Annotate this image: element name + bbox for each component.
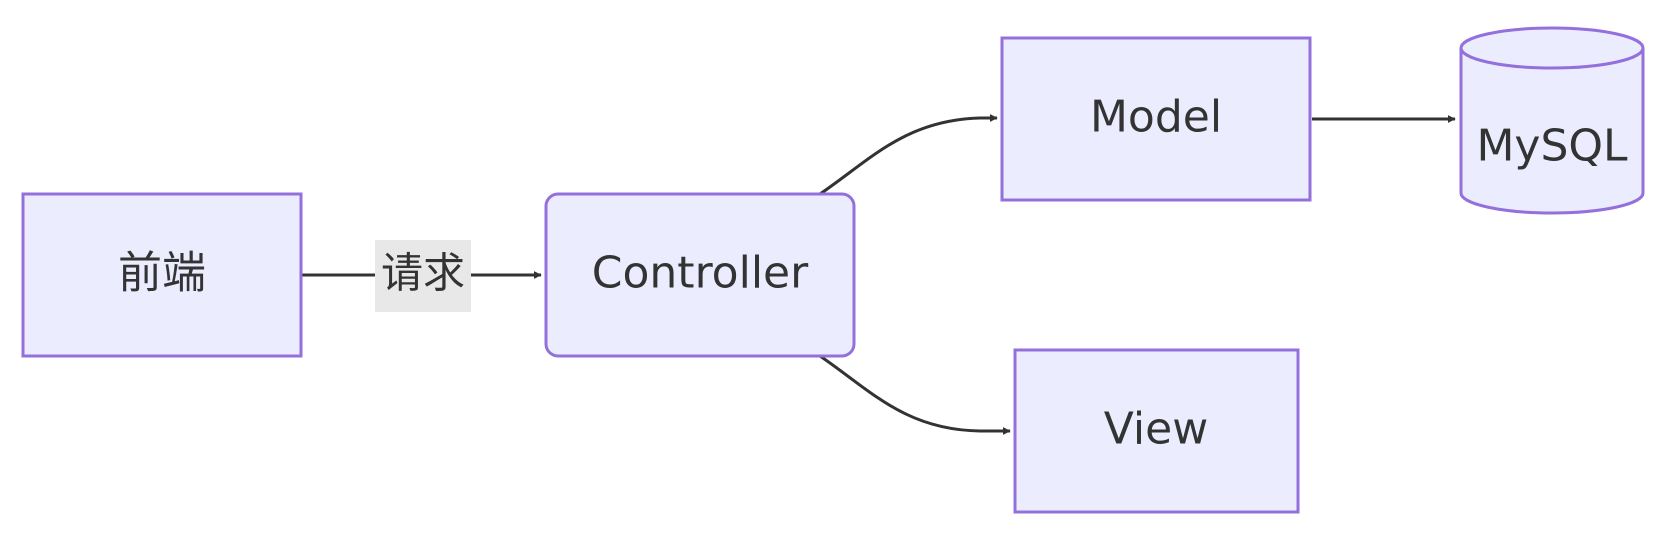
edge-label-request: 请求 bbox=[381, 249, 465, 298]
node-model-label: Model bbox=[1090, 92, 1222, 143]
node-view-label: View bbox=[1104, 404, 1208, 455]
edge-frontend-to-controller: 请求 bbox=[301, 240, 542, 312]
node-model: Model bbox=[1000, 36, 1312, 202]
edge-label-background bbox=[375, 240, 471, 312]
node-view-box bbox=[1013, 348, 1300, 514]
edge-line-controller-view bbox=[819, 354, 1011, 435]
edge-controller-to-view bbox=[819, 354, 1011, 435]
edge-line-controller-model bbox=[819, 114, 998, 196]
node-frontend: 前端 bbox=[21, 192, 303, 358]
node-frontend-box bbox=[21, 192, 303, 358]
node-frontend-label: 前端 bbox=[118, 248, 206, 299]
node-mysql: MySQL bbox=[1459, 26, 1645, 215]
node-mysql-label: MySQL bbox=[1476, 121, 1628, 172]
edge-controller-to-model bbox=[819, 114, 998, 196]
node-controller: Controller bbox=[544, 192, 856, 358]
node-model-box bbox=[1000, 36, 1312, 202]
node-controller-label: Controller bbox=[592, 248, 809, 299]
node-view: View bbox=[1013, 348, 1300, 514]
node-mysql-cylinder bbox=[1459, 26, 1645, 215]
node-controller-box bbox=[544, 192, 856, 358]
